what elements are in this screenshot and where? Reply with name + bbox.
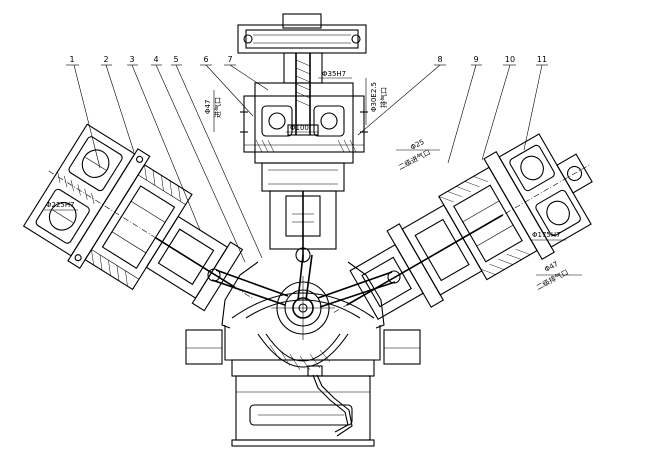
dim-left-vertical: Φ47: [204, 100, 212, 114]
top-cylinder: [237, 13, 368, 262]
part-label-1: 1: [69, 55, 74, 64]
dim-vertical-note: 排气口: [379, 87, 388, 108]
part-label-5: 5: [173, 55, 178, 64]
part-label-4: 4: [153, 55, 158, 64]
dim-vertical: Φ30E2.5: [370, 82, 378, 112]
dim-left-bore: Φ225H7: [46, 201, 75, 209]
crankcase: [185, 261, 421, 447]
part-label-9: 9: [473, 55, 478, 64]
dim-center: Φ100: [290, 124, 309, 132]
dim-lower-right-note: 二级排气口: [535, 267, 570, 291]
part-label-8: 8: [437, 55, 442, 64]
dim-left-vertical-note: 进气口: [213, 97, 222, 118]
part-label-6: 6: [203, 55, 208, 64]
part-label-7: 7: [227, 55, 232, 64]
dim-lower-right: Φ47: [543, 260, 559, 274]
part-label-2: 2: [103, 55, 108, 64]
dim-right-bore: Φ175H7: [532, 231, 561, 239]
part-label-3: 3: [129, 55, 134, 64]
connecting-rods: [207, 247, 401, 308]
dim-upper-right: Φ25: [409, 138, 425, 152]
leader-lines: [44, 64, 582, 276]
part-numbers: 1 2 3 4 5 6 7 8 9 10 11: [69, 55, 547, 64]
part-label-10: 10: [505, 55, 515, 64]
dim-top-bore: Φ35H7: [322, 70, 346, 78]
left-cylinder: [22, 123, 253, 312]
part-label-11: 11: [537, 55, 547, 64]
